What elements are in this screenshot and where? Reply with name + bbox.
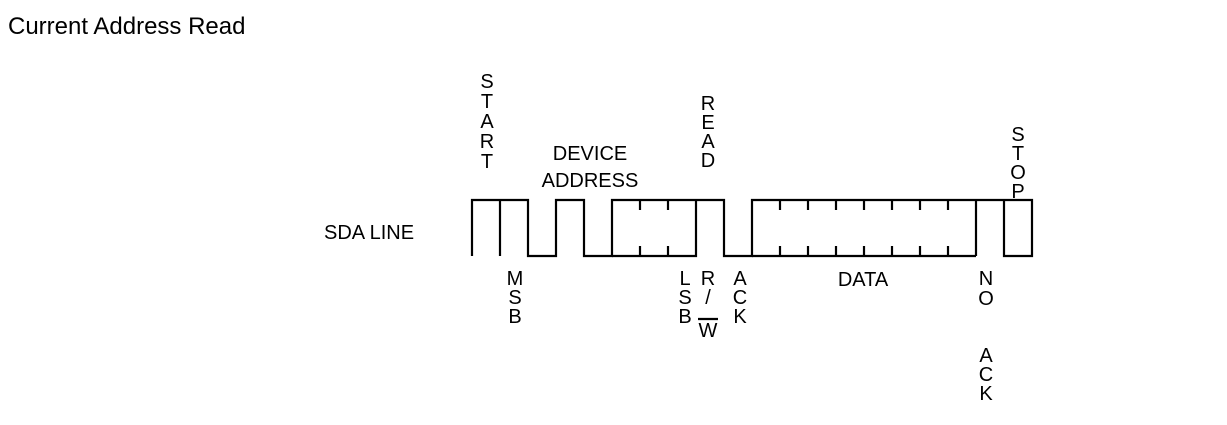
device-address-label-line1: DEVICE [553,143,627,165]
data-label: DATA [838,269,889,291]
sda-waveform [470,198,1034,258]
device-address-label-line2: ADDRESS [542,170,639,192]
rw-label-r: R [701,268,715,290]
rw-label-slash: / [705,287,711,309]
sda-line-label: SDA LINE [324,222,414,244]
rw-label-w: W [699,320,718,342]
address-bit-ticks [638,200,670,256]
device-address-block-bottom [612,200,698,258]
data-bit-ticks [778,200,950,256]
page-title: Current Address Read [8,13,246,40]
